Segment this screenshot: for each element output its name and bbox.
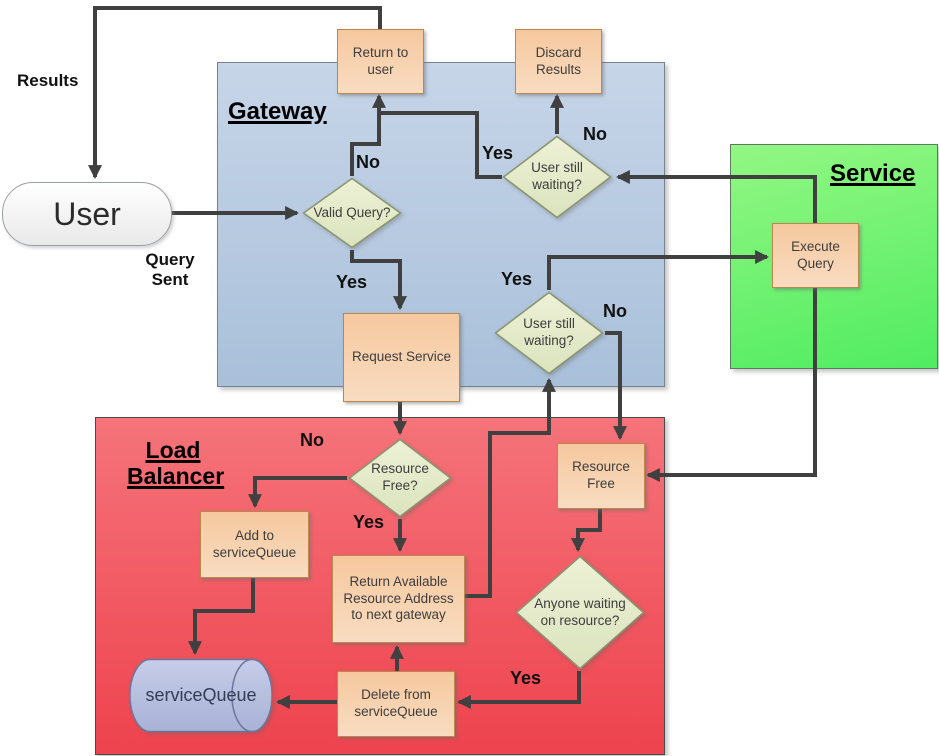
decision-shape [348, 438, 452, 518]
region-load-balancer-label: Load Balancer [127, 437, 225, 489]
node-add-to-service-queue: Add to serviceQueue [200, 511, 309, 578]
cylinder-shape [130, 658, 272, 733]
node-return-available-resource: Return Available Resource Address to nex… [332, 555, 465, 643]
node-delete-from-service-queue: Delete from serviceQueue [337, 671, 455, 737]
node-discard-results-label: Discard Results [535, 44, 582, 77]
decision-shape [502, 135, 612, 219]
node-service-queue-label: serviceQueue [145, 685, 257, 706]
node-request-service: Request Service [343, 313, 460, 402]
edge-label-resource-free-yes: Yes [353, 512, 385, 532]
edge-label-waiting1-yes: Yes [482, 143, 514, 163]
node-user-still-waiting-1: User still waiting? [502, 135, 612, 219]
edge-label-results: Results [17, 71, 79, 90]
node-user-still-waiting-2-label: User still waiting? [523, 316, 575, 348]
node-return-to-user-label: Return to user [352, 44, 409, 77]
edge-label-waiting2-yes: Yes [501, 269, 533, 289]
node-resource-free: Resource Free [557, 443, 645, 509]
node-execute-query: Execute Query [772, 223, 859, 288]
node-resource-free-decision: Resource Free? [348, 438, 452, 518]
decision-shape [302, 177, 402, 249]
node-resource-free-decision-label: Resource Free? [371, 461, 429, 493]
node-resource-free-label: Resource Free [572, 459, 630, 491]
node-request-service-label: Request Service [351, 349, 452, 365]
edge-label-resource-free-no: No [300, 430, 324, 450]
region-gateway-label: Gateway [228, 98, 327, 125]
edge-label-query-sent: Query Sent [145, 250, 195, 289]
edge-label-anyone-waiting-yes: Yes [510, 668, 542, 688]
node-execute-query-label: Execute Query [791, 238, 840, 271]
node-anyone-waiting-label: Anyone waiting on resource? [534, 595, 626, 628]
decision-shape [494, 291, 604, 375]
node-anyone-waiting: Anyone waiting on resource? [515, 555, 645, 670]
node-user: User [2, 182, 172, 246]
node-user-label: User [53, 196, 121, 232]
edge-label-waiting2-no: No [603, 301, 627, 321]
node-discard-results: Discard Results [515, 29, 602, 94]
edge-label-valid-query-no: No [356, 152, 380, 172]
node-return-to-user: Return to user [337, 29, 424, 94]
node-valid-query: Valid Query? [302, 177, 402, 249]
node-return-available-resource-label: Return Available Resource Address to nex… [343, 573, 454, 623]
region-service-label: Service [830, 160, 916, 187]
edge-label-valid-query-yes: Yes [336, 272, 368, 292]
decision-shape [515, 555, 645, 670]
node-add-to-service-queue-label: Add to serviceQueue [212, 527, 297, 560]
node-user-still-waiting-1-label: User still waiting? [531, 160, 583, 192]
edge-label-waiting1-no: No [583, 124, 607, 144]
node-service-queue: serviceQueue [130, 658, 272, 733]
node-delete-from-service-queue-label: Delete from serviceQueue [354, 687, 438, 719]
node-valid-query-label: Valid Query? [313, 204, 391, 220]
node-user-still-waiting-2: User still waiting? [494, 291, 604, 375]
